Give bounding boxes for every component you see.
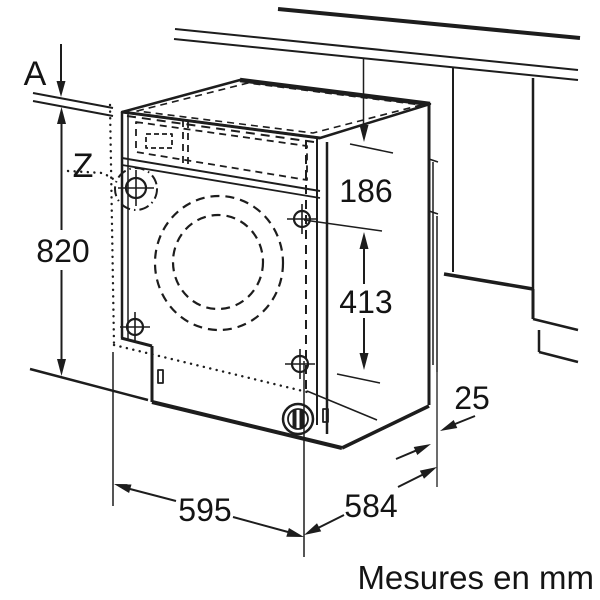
display-window-dashed xyxy=(145,133,173,149)
tick-186 xyxy=(349,143,394,154)
washing-machine xyxy=(118,77,432,450)
arrowhead-820-up xyxy=(57,107,66,124)
door-bottom-dotted-edge xyxy=(112,343,309,394)
tick-413-top xyxy=(303,219,383,232)
dimension-186: 186 xyxy=(339,58,394,209)
arrowhead-584-right xyxy=(419,467,437,479)
detail-z-label: Z xyxy=(73,147,94,185)
mounting-screws xyxy=(118,170,317,379)
cabinet-floor-line xyxy=(538,350,579,364)
screw-top-right-icon xyxy=(287,204,317,234)
worktop-bottom-line xyxy=(173,38,579,81)
door-inner-dashed-circle xyxy=(171,213,265,311)
dimension-25: 25 xyxy=(395,380,490,460)
side-face xyxy=(320,104,430,448)
arrowhead-820-down xyxy=(57,359,66,376)
dimension-a: A xyxy=(24,44,66,97)
front-top-edge xyxy=(121,110,321,140)
wall-edge-line xyxy=(277,7,581,40)
dim-label-595: 595 xyxy=(178,492,231,528)
dimension-584: 584 xyxy=(304,467,437,535)
top-face-dashed-inset xyxy=(136,82,422,134)
arrowhead-186-down xyxy=(359,125,369,142)
door-outer-dashed-circle xyxy=(153,194,285,332)
dimension-595: 595 xyxy=(112,352,305,557)
vent-slot-right xyxy=(322,408,329,423)
detail-z-circle xyxy=(114,167,158,211)
dimensions: A 820 186 413 xyxy=(24,44,490,557)
furniture-door-outline xyxy=(108,103,315,394)
arrowhead-a-down xyxy=(56,81,66,97)
base-top-right-edge xyxy=(306,390,378,421)
arrowhead-25-right xyxy=(440,420,458,431)
fascia-dashed-outline xyxy=(135,121,308,181)
panel-bottom-edge-2 xyxy=(121,164,321,199)
arrowhead-595-right xyxy=(286,528,304,537)
worktop-top-line xyxy=(174,28,579,71)
arrowhead-413-up xyxy=(359,232,369,249)
door-top-dashed-edge xyxy=(126,115,315,143)
screw-bottom-left-icon xyxy=(120,312,150,342)
arrowhead-25-left xyxy=(413,444,431,455)
drum-door xyxy=(153,194,285,332)
front-bottom-left-edge xyxy=(120,336,153,348)
arrowhead-595-left xyxy=(114,484,132,493)
adjacent-cabinet xyxy=(443,68,579,364)
dim-label-820: 820 xyxy=(36,233,89,269)
dim-label-413: 413 xyxy=(339,284,392,320)
base-rear-edge xyxy=(341,404,430,450)
dim-label-a: A xyxy=(24,55,47,93)
dim-label-186: 186 xyxy=(339,173,392,209)
pump-cover-icon xyxy=(281,402,315,436)
dimension-820: 820 xyxy=(29,107,149,402)
arrowhead-413-down xyxy=(359,353,369,370)
control-panel xyxy=(121,120,321,199)
detail-z-callout: Z xyxy=(66,147,158,211)
wall-and-worktop xyxy=(32,7,581,117)
units-note: Mesures en mm xyxy=(357,559,594,596)
screw-top-left-icon xyxy=(118,170,154,206)
rear-gap-panel xyxy=(428,158,439,487)
front-face xyxy=(121,112,342,447)
top-rear-edge xyxy=(239,77,431,107)
door-left-dotted-edge xyxy=(108,103,116,347)
worktop-left-top-line xyxy=(32,92,114,109)
worktop-left-bottom-line xyxy=(32,100,114,117)
cabinet-plinth-floor-line xyxy=(532,317,579,332)
dim-label-584: 584 xyxy=(344,488,397,524)
arrowhead-584-left xyxy=(304,523,322,535)
panel-bottom-edge xyxy=(121,157,321,192)
tick-413-bottom xyxy=(336,373,381,384)
cabinet-bottom-edge xyxy=(443,272,534,291)
base-front-edge xyxy=(151,400,343,450)
screw-bottom-right-icon xyxy=(285,349,315,379)
dimension-413: 413 xyxy=(303,219,393,384)
vent-slot-left xyxy=(157,369,164,384)
dim-label-25: 25 xyxy=(454,380,490,416)
floor-reference-line xyxy=(29,367,149,402)
